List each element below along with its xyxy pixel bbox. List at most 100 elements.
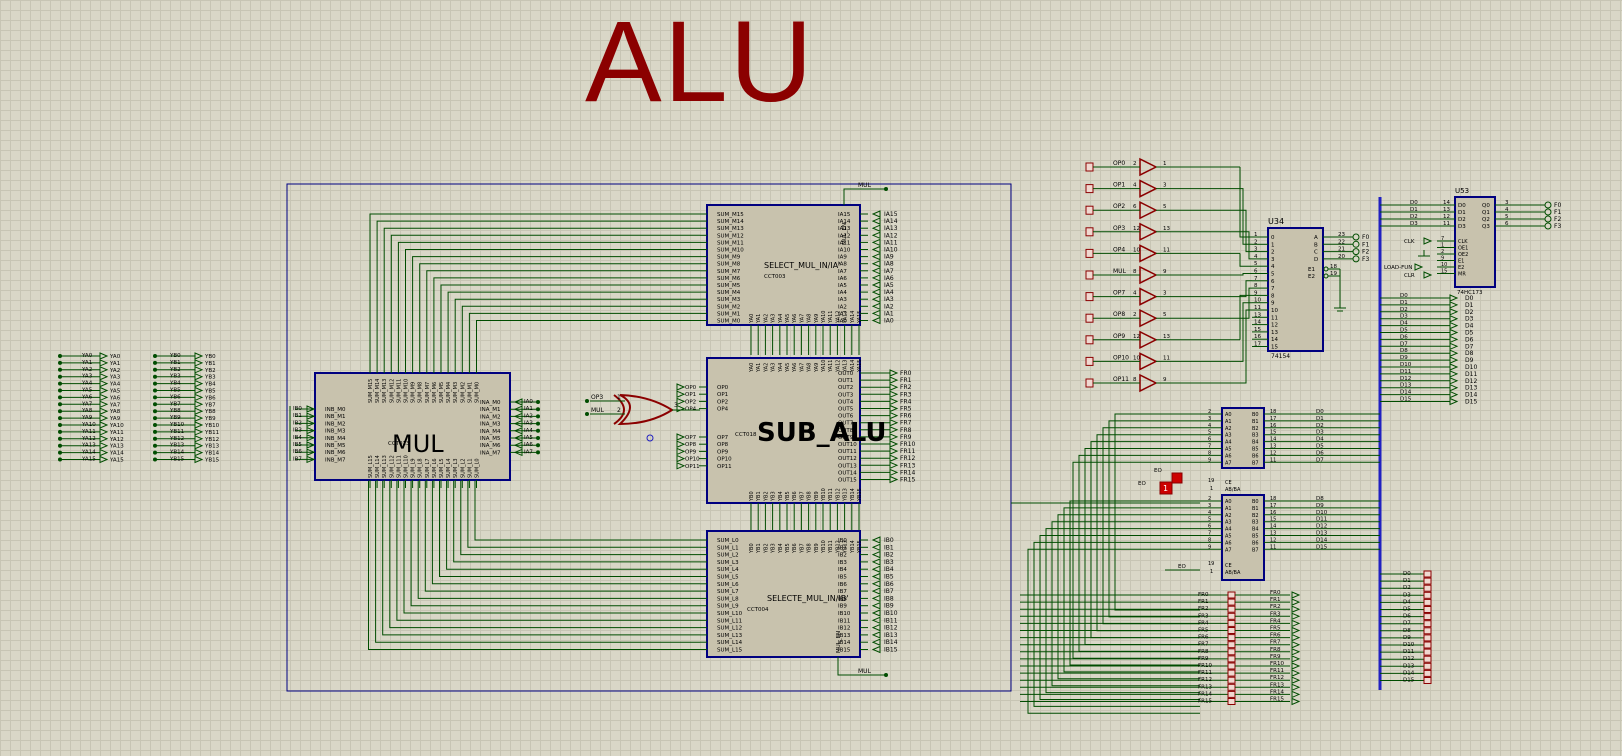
select-b-left-pin-label: SUM_L2: [717, 553, 739, 559]
junction-dot: [58, 388, 62, 393]
junction-dot: [153, 374, 157, 379]
u34-left-pin-num: 14: [1254, 320, 1261, 326]
d-bus-tap-label: D6: [1400, 334, 1408, 340]
ib-terminal-arrow: [871, 536, 881, 544]
select-b-top-pin-label: YB3: [771, 543, 777, 554]
mul-top-pin-label: SUM_M15: [368, 379, 374, 403]
u34-right-pin-label: C: [1314, 250, 1318, 256]
fr-right-label: FR6: [1270, 633, 1281, 639]
mul-top-wire: [405, 249, 700, 365]
mul-en-a-net: MUL: [858, 182, 872, 189]
junction-dot: [153, 436, 157, 441]
select-a-en-label: MUL_EN: [842, 223, 848, 245]
op-terminal-label: OP2: [685, 399, 696, 405]
junction-dot: [153, 450, 157, 455]
u34-right-pin-label: D: [1314, 257, 1318, 263]
u53-right-num: 4: [1505, 207, 1509, 213]
mul-bottom-wire: [382, 478, 700, 636]
sub-alu-bottom-pin-label: YB15: [857, 488, 863, 502]
sub-alu-right-pin-label: OUT0: [838, 371, 854, 377]
mul-bottom-pin-label: SUM_L11: [396, 455, 402, 478]
mul-right-pin-label: INA_M4: [480, 429, 501, 435]
ia-terminal-label: IA4: [884, 289, 894, 296]
fr-terminal-label: FR13: [900, 462, 915, 469]
yb-terminal-label-left: YB11: [169, 429, 184, 435]
select-b-right-pin-label: IB14: [838, 640, 851, 646]
d-bus-terminal-label: D1: [1465, 302, 1474, 309]
op-terminal-arrow: [676, 447, 686, 456]
yb-terminal-label-left: YB10: [169, 422, 185, 428]
ib-net-label: IB3: [293, 428, 302, 434]
op-input-terminal: [1085, 292, 1094, 302]
fr-left-label: FR8: [1198, 649, 1209, 655]
u53-ctrl-label: MR: [1458, 272, 1466, 278]
junction-dot: [58, 402, 62, 407]
mul-label: MUL: [392, 430, 444, 458]
u53-right-num: 3: [1505, 200, 1509, 206]
ya-terminal-label-left: YA8: [81, 408, 93, 414]
yb-terminal-arrow: [194, 435, 204, 443]
ib-terminal-label: IB12: [884, 625, 898, 632]
d-bus-tap-label: D8: [1400, 348, 1408, 354]
buffer2-b-num: 11: [1270, 544, 1276, 550]
select-b-right-pin-label: IB12: [838, 626, 850, 632]
d-bus-tap-label: D14: [1400, 390, 1412, 396]
mul-top-pin-label: SUM_M4: [446, 382, 452, 403]
sub-alu-right-pin-label: OUT6: [838, 414, 854, 420]
d-bus-tap-label: D5: [1400, 328, 1408, 334]
select-a-bottom-pin-label: YA14: [850, 311, 856, 324]
fr-terminal-arrow: [1291, 683, 1301, 692]
mul-top-pin-label: SUM_M8: [418, 382, 424, 403]
buffer2-route: [1057, 514, 1202, 680]
ib-terminal-arrow: [871, 623, 881, 632]
d-bottom-label: D0: [1403, 571, 1411, 577]
u53-left-net: D0: [1410, 200, 1418, 206]
sub-alu-top-pin-label: YA0: [749, 363, 755, 373]
ia-terminal-label: IA9: [884, 254, 894, 261]
mul-top-wire: [447, 291, 700, 365]
yb-terminal-arrow: [194, 428, 204, 436]
op-input-terminal: [1085, 313, 1094, 323]
decoder-input-route: [1239, 294, 1252, 340]
u53-right-pin-label: Q3: [1482, 224, 1490, 230]
fr-connector: [1227, 619, 1236, 627]
buffer1-a-label: A7: [1225, 460, 1232, 466]
mul-bottom-pin-label: SUM_L8: [418, 458, 424, 478]
sub-alu-bottom-pin-label: YB14: [850, 488, 856, 502]
ib-terminal-label: IB2: [884, 552, 894, 559]
junction-dot: [58, 354, 62, 358]
d-bus-terminal-label: D10: [1465, 364, 1477, 371]
op-input-label: MUL: [1113, 268, 1127, 275]
fr-connector: [1227, 669, 1236, 677]
ia-terminal-arrow: [871, 288, 881, 296]
ya-terminal-arrow: [99, 352, 109, 360]
select-b-right-pin-label: IB3: [838, 560, 847, 566]
u34-right-pin-num: 22: [1338, 239, 1345, 245]
select-a-right-pin-label: IA5: [838, 283, 847, 289]
buffer1-net: D7: [1316, 457, 1324, 463]
select-b-top-pin-label: YB9: [814, 543, 820, 554]
ia-net-label: IA2: [524, 413, 533, 419]
mul-right-arrow: [513, 427, 523, 435]
op-buffer: [1139, 373, 1158, 393]
u34-en-bubble: [1323, 273, 1329, 279]
fr-terminal-arrow: [889, 397, 899, 406]
fr-terminal-arrow: [1291, 619, 1301, 628]
buffer1-route: [1096, 434, 1202, 632]
mul-top-wire: [433, 277, 700, 365]
buffer1-net: D3: [1316, 430, 1324, 436]
select-b-left-pin-label: SUM_L15: [717, 648, 743, 654]
mul-right-pin-label: INA_M6: [480, 443, 501, 449]
select-b-left-pin-label: SUM_L13: [717, 633, 743, 639]
yb-terminal-arrow: [194, 455, 204, 464]
op-buffer: [1139, 157, 1158, 177]
buffer2-chip: [1221, 494, 1265, 581]
select-a-bottom-pin-label: YA12: [835, 311, 841, 324]
select-a-bottom-pin-label: YA9: [814, 314, 820, 324]
yb-terminal-label-left: YB2: [169, 367, 181, 373]
fr-terminal-arrow: [1291, 690, 1301, 699]
op-buffer-out-pin: 9: [1163, 377, 1167, 383]
ib-terminal-arrow: [871, 580, 881, 588]
logic-one-source-1: [1159, 481, 1173, 495]
